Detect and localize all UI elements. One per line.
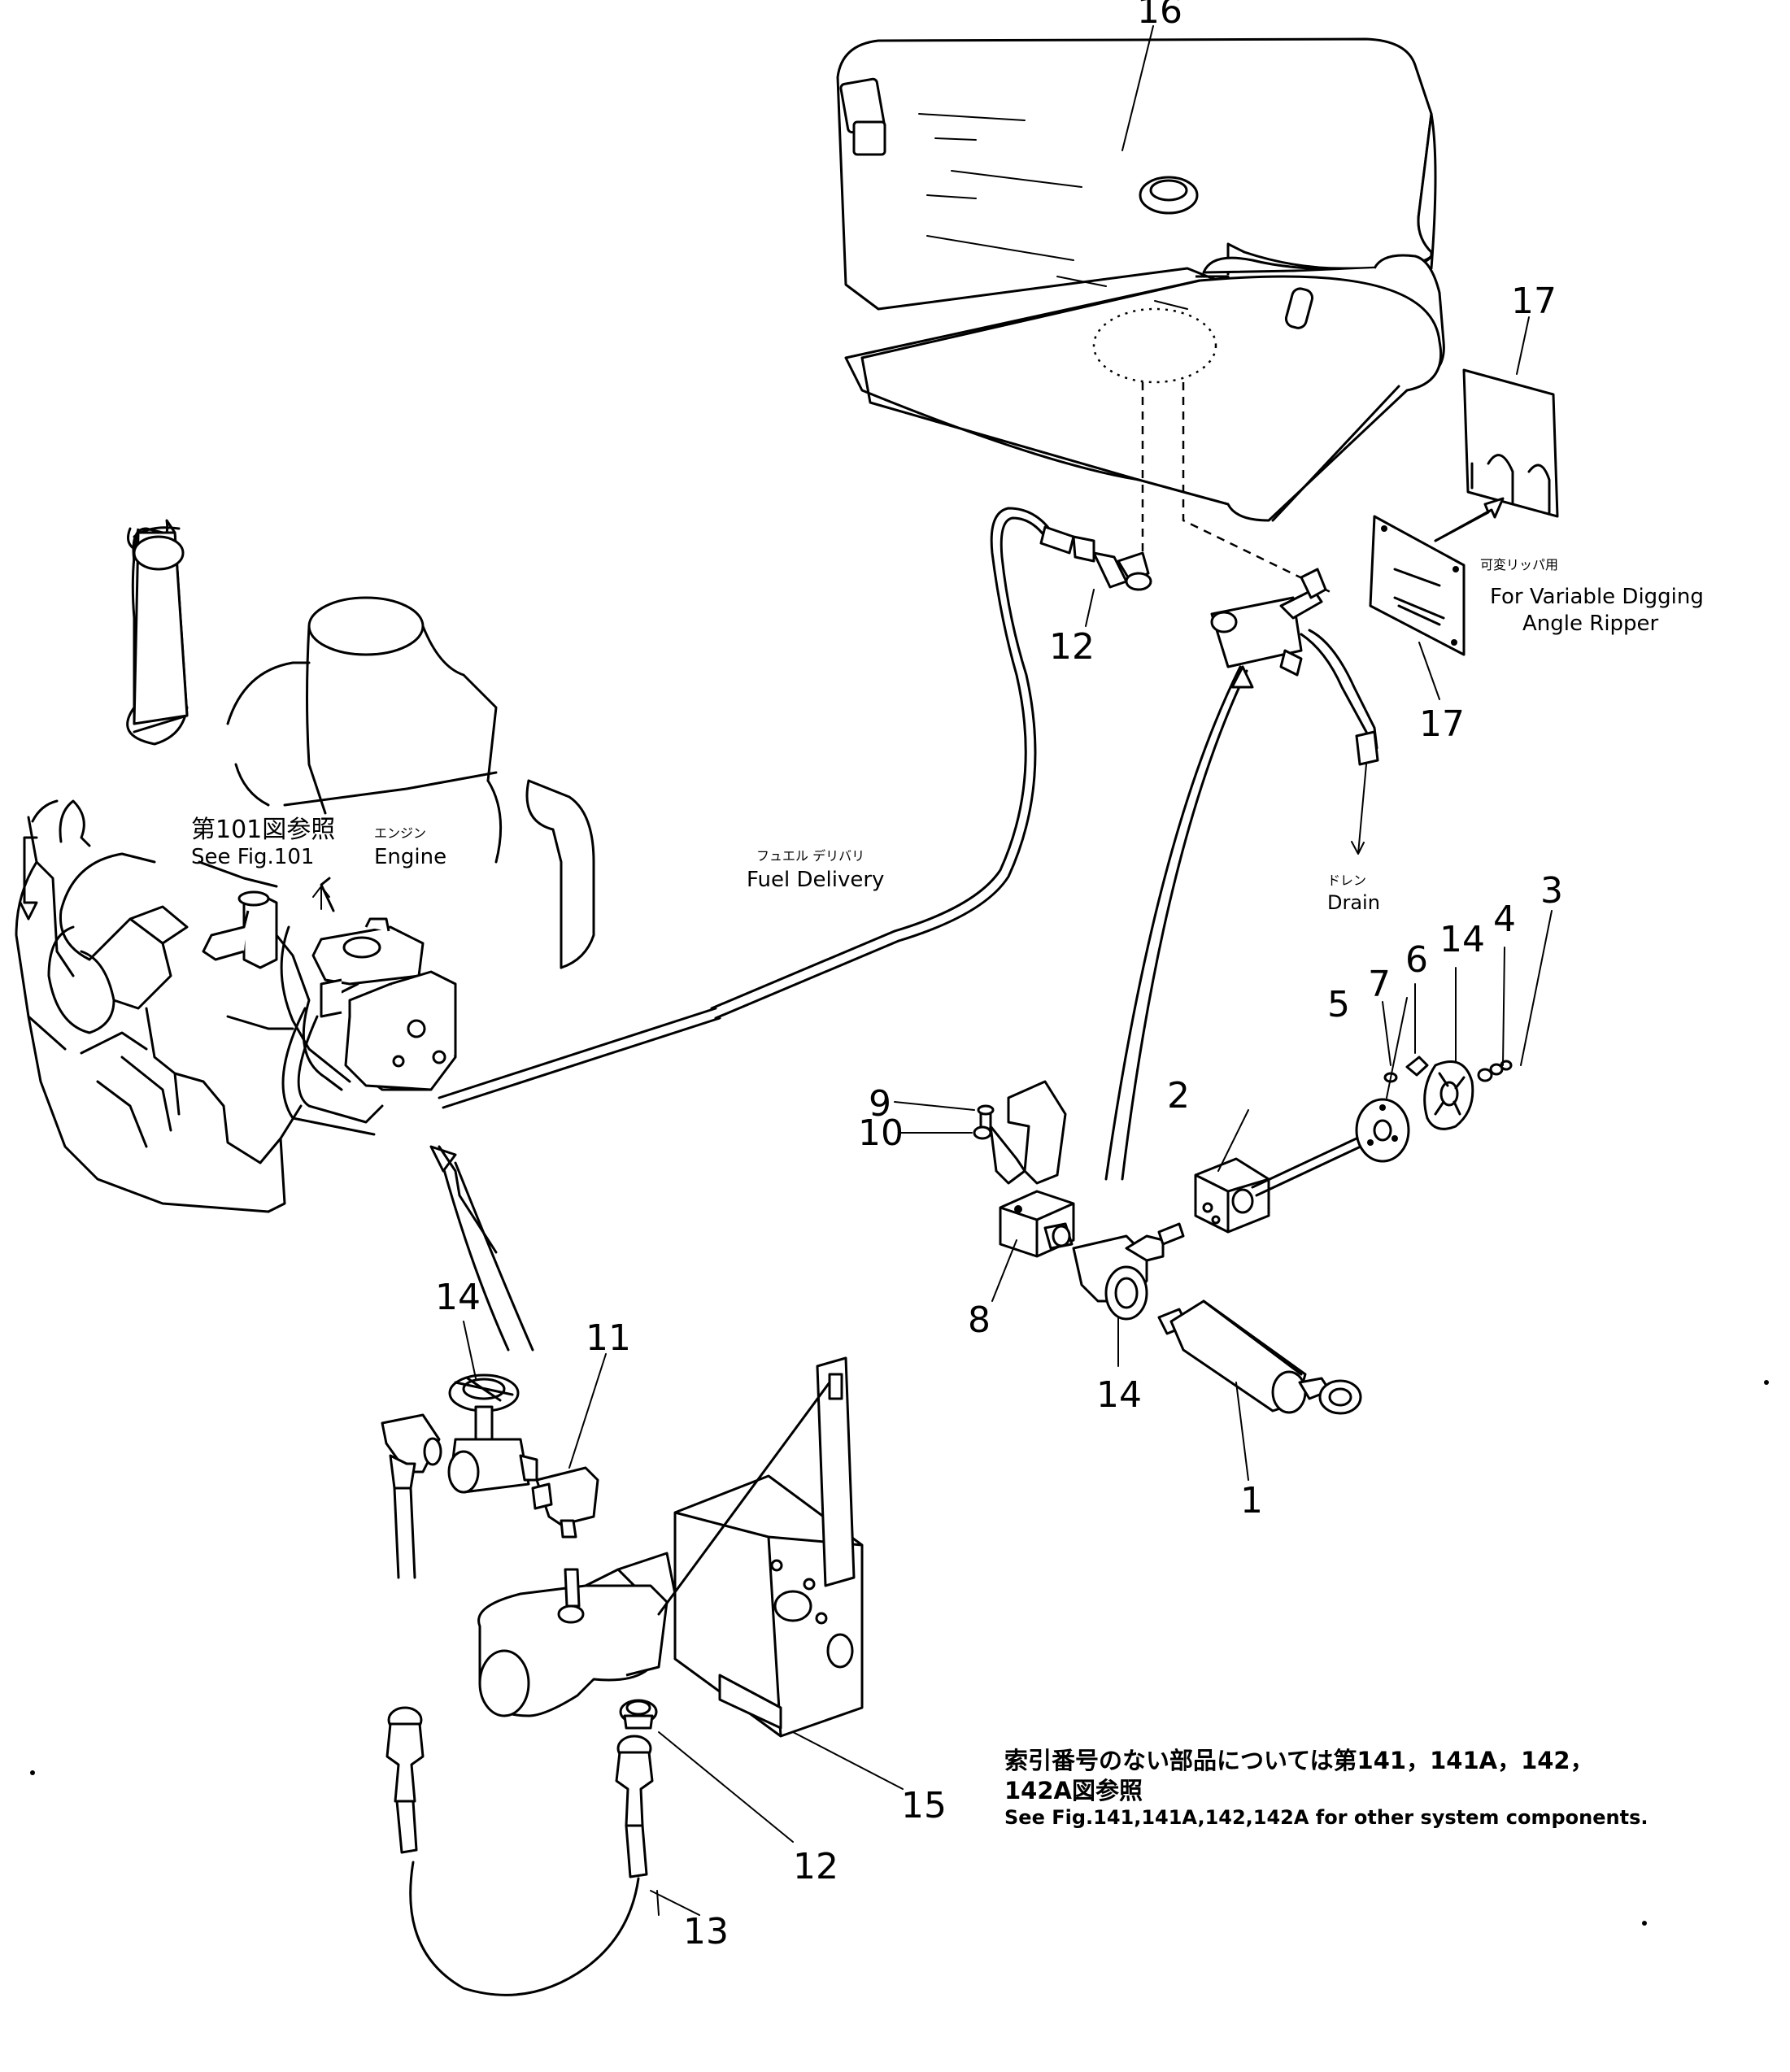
fuel-delivery-jp: フュエル デリバリ	[756, 848, 865, 864]
ripper-plate-lower	[1369, 515, 1466, 656]
valve-14-right	[1072, 1222, 1185, 1321]
bracket-upper	[989, 1080, 1067, 1185]
hose-13	[385, 1706, 654, 1996]
footnote-en: See Fig.141,141A,142,142A for other syst…	[1004, 1806, 1648, 1829]
return-hose-left	[429, 1145, 534, 1352]
callout-13: 13	[683, 1911, 729, 1952]
valve-14-left	[447, 1373, 538, 1494]
tank-outlet-fitting	[1092, 551, 1152, 591]
fitting-11	[531, 1466, 599, 1539]
leader-lines	[463, 25, 1553, 1916]
callout-16: 16	[1137, 0, 1182, 32]
engine-ref-jp: 第101図参照	[191, 816, 335, 844]
tank-side-valve	[1210, 568, 1379, 855]
drain-label: Drain	[1327, 891, 1380, 914]
cylinder-1	[1157, 1299, 1362, 1415]
ripper-label-1: For Variable Digging	[1490, 585, 1704, 609]
drain-jp: ドレン	[1327, 873, 1366, 888]
return-hose-right	[1104, 665, 1254, 1181]
callout-14-left: 14	[435, 1277, 481, 1318]
callout-14-right: 14	[1096, 1374, 1142, 1416]
engine-label: Engine	[374, 845, 446, 869]
flange-5	[1355, 1098, 1410, 1163]
exhaust-stack	[131, 528, 189, 725]
valve-block-8	[999, 1190, 1075, 1258]
callout-9: 9	[869, 1083, 891, 1125]
engine-ref: See Fig.101	[191, 845, 314, 869]
callout-17-bottom: 17	[1419, 703, 1465, 745]
fuel-delivery-line	[438, 507, 1095, 1109]
callout-3: 3	[1540, 870, 1563, 912]
callout-6: 6	[1405, 939, 1428, 981]
callout-14-upper-right: 14	[1439, 919, 1485, 960]
pump-body	[477, 1552, 677, 1717]
left-elbow	[381, 1413, 442, 1579]
bracket-bolt-9	[977, 1104, 995, 1130]
callout-11: 11	[586, 1317, 631, 1359]
fuel-delivery-label: Fuel Delivery	[747, 868, 884, 892]
engine-valve-assembly	[198, 860, 457, 1136]
ripper-plate-upper	[1462, 368, 1559, 518]
ripper-jp: 可変リッパ用	[1480, 557, 1558, 572]
callout-2: 2	[1167, 1075, 1190, 1117]
callout-12-lower: 12	[793, 1846, 838, 1887]
engine-jp: エンジン	[374, 825, 426, 841]
handwheel-14	[1423, 1060, 1474, 1130]
footnote-jp-1: 索引番号のない部品については第141，141A，142，	[1004, 1747, 1594, 1774]
washer-10	[973, 1125, 992, 1140]
bracket-15	[657, 1356, 864, 1738]
callout-10: 10	[858, 1112, 904, 1154]
lever-bracket-2	[1194, 1125, 1388, 1234]
callout-4: 4	[1493, 899, 1516, 940]
callout-1: 1	[1240, 1480, 1263, 1521]
callout-15: 15	[901, 1785, 947, 1826]
callout-17-top: 17	[1511, 281, 1557, 322]
callout-5: 5	[1327, 984, 1350, 1025]
footnote-jp-2: 142A図参照	[1004, 1777, 1143, 1804]
small-parts	[1383, 1056, 1513, 1083]
fuel-tank	[836, 37, 1445, 595]
plate-arrow	[1434, 497, 1505, 542]
fitting-12-lower	[619, 1699, 658, 1730]
callout-8: 8	[968, 1299, 991, 1341]
callout-12-upper: 12	[1049, 626, 1095, 668]
callout-7: 7	[1368, 964, 1391, 1005]
ripper-label-2: Angle Ripper	[1522, 612, 1659, 636]
